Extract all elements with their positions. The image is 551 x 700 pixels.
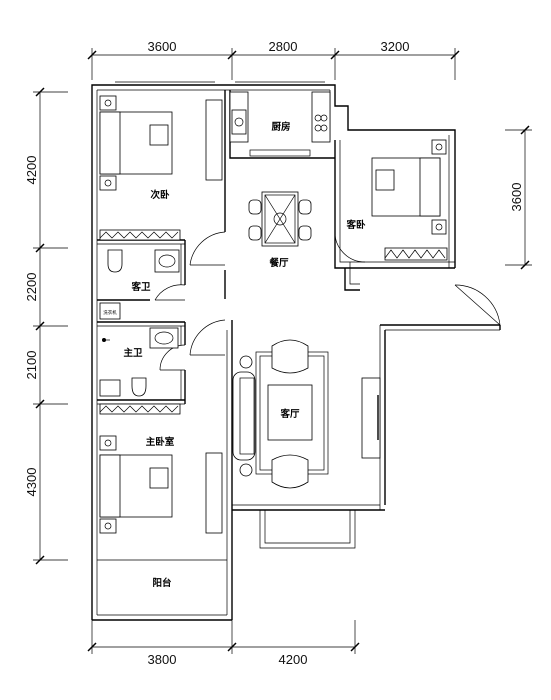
- label-kitchen: 厨房: [271, 121, 290, 133]
- dining-table: [248, 191, 312, 247]
- dim-right-1: 3600: [509, 183, 524, 212]
- walls: [91, 81, 501, 621]
- dim-bottom-1: 3800: [148, 652, 177, 667]
- label-dining: 餐厅: [268, 257, 289, 269]
- label-washer: 洗衣机: [103, 309, 117, 316]
- wardrobe-second-bedroom: [99, 229, 181, 241]
- label-balcony: 阳台: [152, 577, 172, 589]
- doors: [154, 229, 366, 371]
- dim-left-4: 4300: [24, 468, 39, 497]
- tv-cabinet-master-bedroom: [205, 452, 223, 534]
- kitchen-counter: [229, 91, 331, 157]
- dim-bottom-2: 4200: [279, 652, 308, 667]
- dim-top-3: 3200: [381, 39, 410, 54]
- bed-second-bedroom: [99, 95, 173, 191]
- master-bath-fixtures: [99, 327, 179, 397]
- tv-cabinet-living: [361, 377, 381, 459]
- dimension-lines: [33, 48, 532, 654]
- dim-top-1: 3600: [148, 39, 177, 54]
- bed-master-bedroom: [99, 435, 173, 534]
- dim-left-3: 2100: [24, 351, 39, 380]
- dim-left-1: 4200: [24, 156, 39, 185]
- dim-left-2: 2200: [24, 273, 39, 302]
- label-guest-bedroom: 客卧: [345, 219, 366, 231]
- tv-cabinet-second-bedroom: [205, 99, 223, 181]
- label-living-room: 客厅: [279, 408, 300, 420]
- living-room-furniture: [232, 339, 329, 489]
- wardrobe-guest-bedroom: [384, 247, 448, 261]
- wardrobe-master-bedroom: [99, 403, 181, 415]
- label-master-bedroom: 主卧室: [146, 436, 175, 448]
- label-second-bedroom: 次卧: [150, 189, 170, 201]
- bed-guest-bedroom: [371, 139, 447, 235]
- guest-bath-fixtures: [99, 249, 180, 320]
- label-master-bath: 主卫: [123, 347, 143, 359]
- label-guest-bath: 客卫: [130, 281, 151, 293]
- dim-top-2: 2800: [269, 39, 298, 54]
